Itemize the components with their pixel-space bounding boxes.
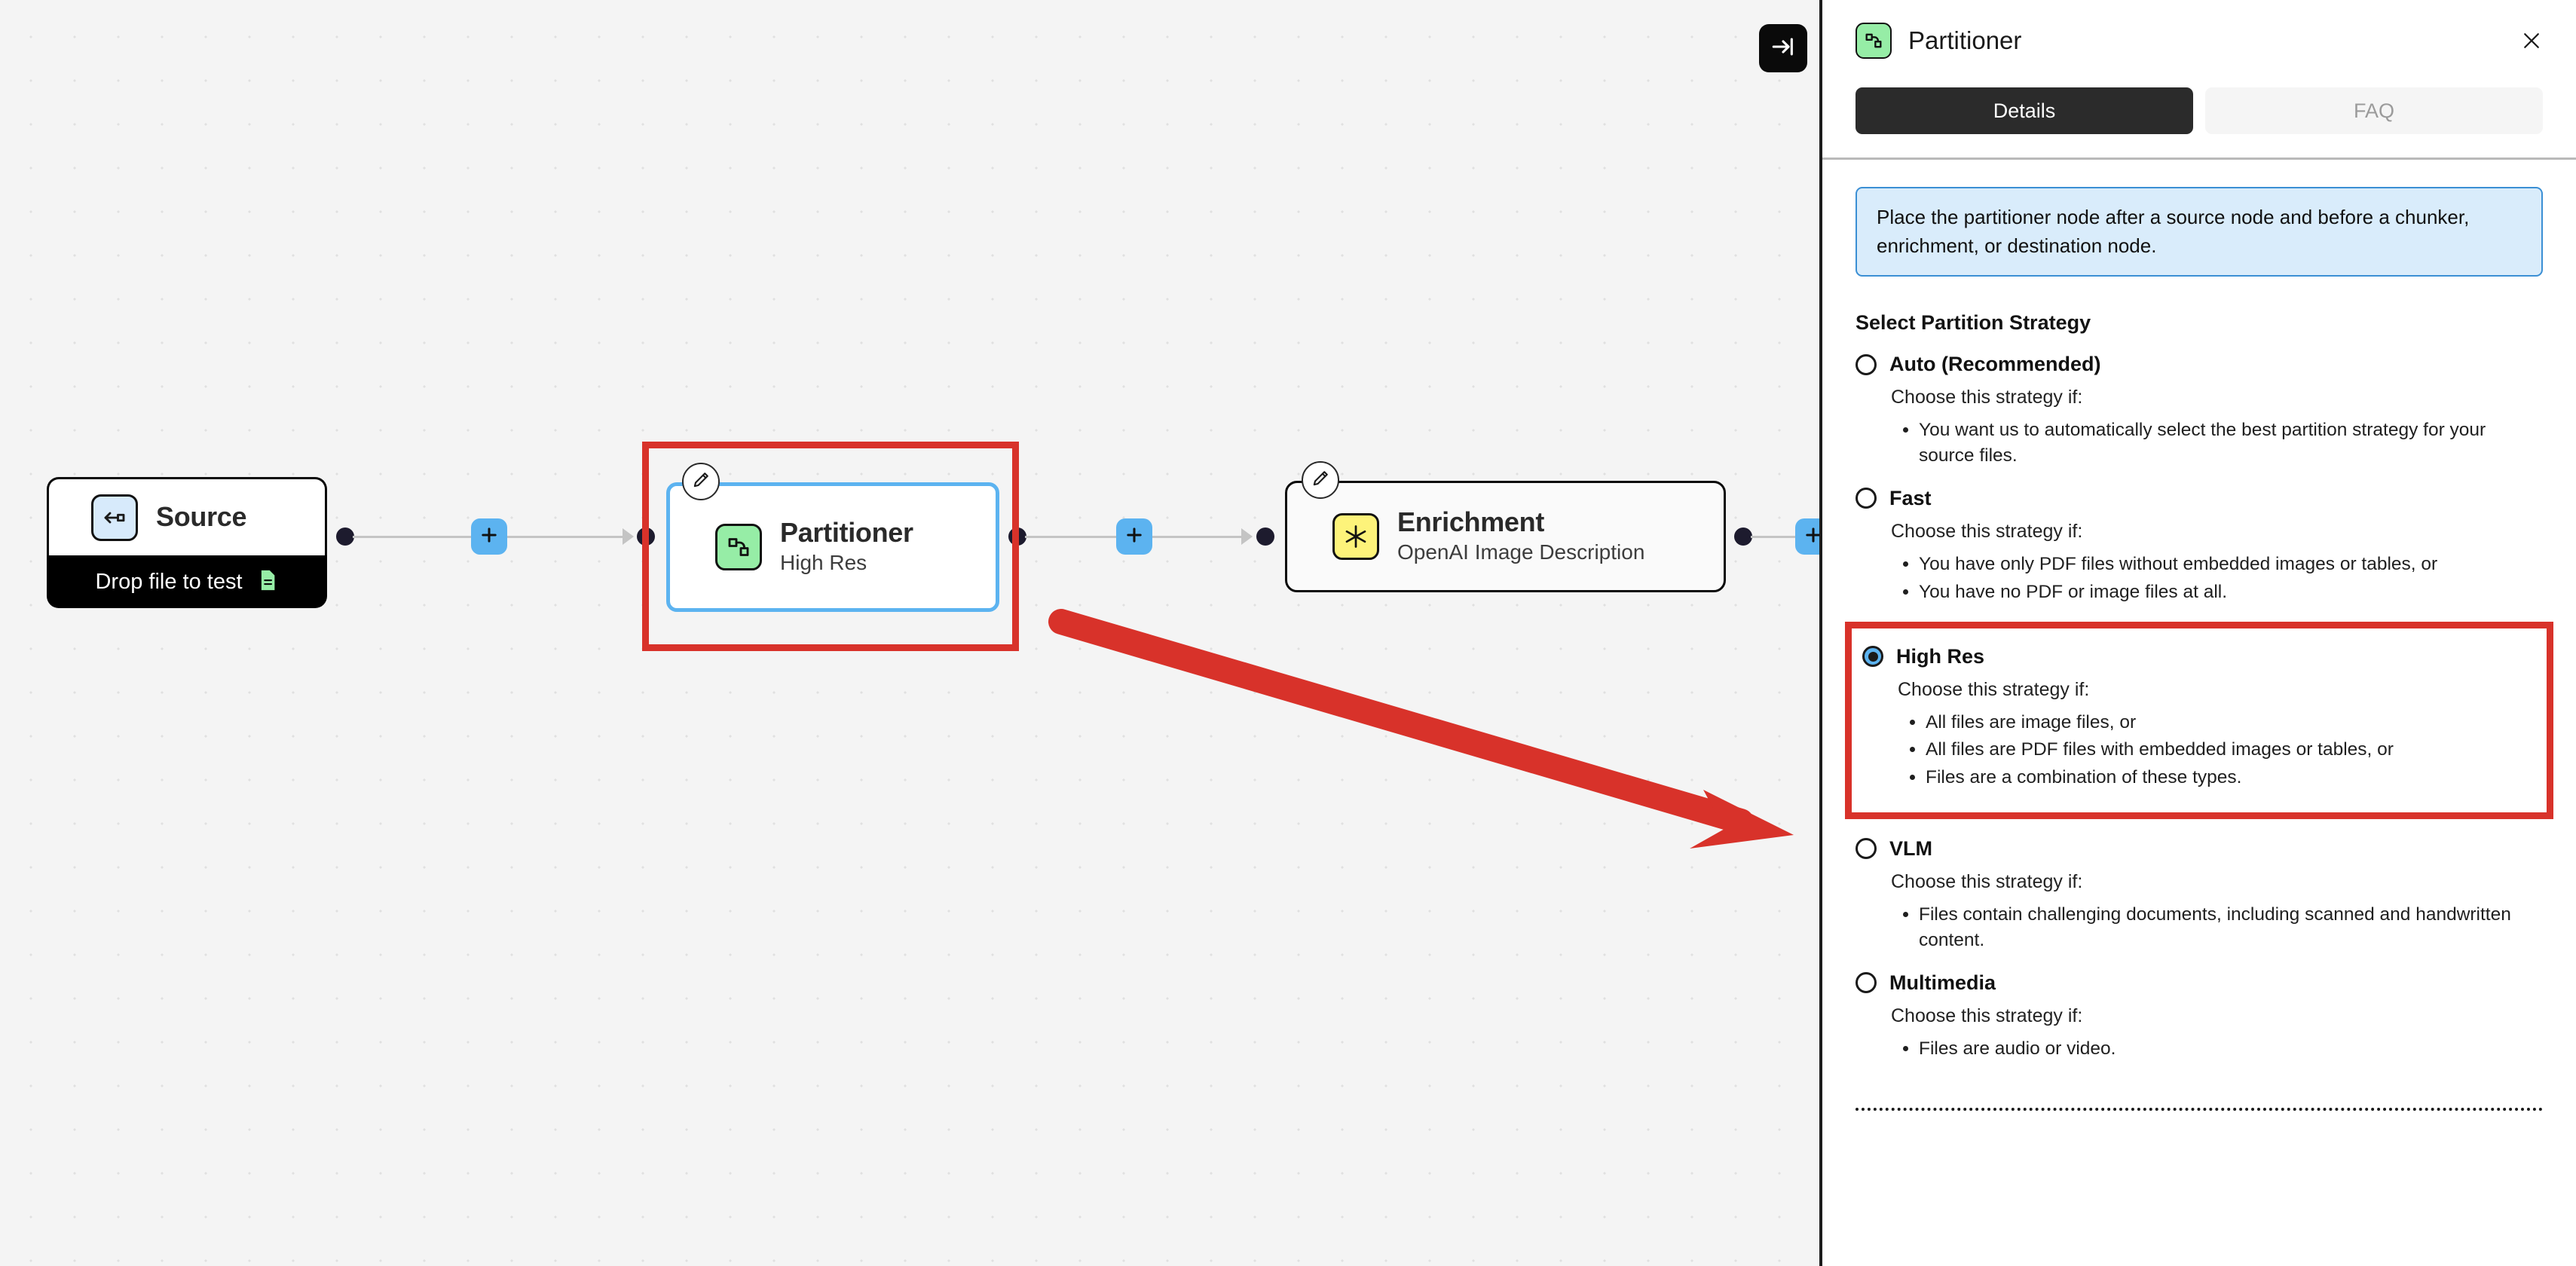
radio-vlm[interactable] [1856, 838, 1877, 860]
workflow-node-source[interactable]: Source [47, 477, 327, 555]
list-item: All files are image files, or [1926, 710, 2536, 735]
source-node-text: Source [156, 501, 247, 533]
pencil-icon [1310, 468, 1331, 493]
source-drop-zone[interactable]: Drop file to test [47, 555, 327, 608]
radio-multimedia[interactable] [1856, 972, 1877, 994]
partitioner-node-title: Partitioner [780, 516, 913, 548]
edge-source-to-partitioner [353, 536, 488, 538]
tab-details[interactable]: Details [1856, 87, 2193, 134]
option-auto-label: Auto (Recommended) [1889, 353, 2101, 376]
collapse-panel-button[interactable] [1759, 24, 1807, 72]
enrichment-node-subtitle: OpenAI Image Description [1397, 540, 1645, 564]
edge-enrichment-to-next [1751, 536, 1798, 538]
edge-partitioner-to-enrichment-b [1152, 536, 1247, 538]
option-fast-head[interactable]: Fast [1856, 487, 2543, 510]
source-node-title: Source [156, 501, 247, 533]
enrichment-node-title: Enrichment [1397, 506, 1545, 537]
add-node-button-3[interactable] [1795, 518, 1819, 555]
option-fast[interactable]: Fast Choose this strategy if: You have o… [1856, 487, 2543, 605]
panel-footer-divider [1856, 1108, 2543, 1112]
add-node-button-1[interactable] [471, 518, 507, 555]
option-high-res-head[interactable]: High Res [1862, 645, 2536, 668]
details-panel: Partitioner Details FAQ Place the partit… [1819, 0, 2576, 1266]
tab-faq[interactable]: FAQ [2205, 87, 2543, 134]
list-item: You want us to automatically select the … [1919, 417, 2543, 469]
list-item: Files are audio or video. [1919, 1036, 2543, 1062]
list-item: Files are a combination of these types. [1926, 765, 2536, 790]
source-arrow-icon [91, 494, 138, 541]
radio-auto[interactable] [1856, 353, 1877, 375]
list-item: You have no PDF or image files at all. [1919, 579, 2543, 605]
option-multimedia-bullets: Files are audio or video. [1919, 1036, 2543, 1062]
option-auto-bullets: You want us to automatically select the … [1919, 417, 2543, 469]
option-high-res-label: High Res [1896, 644, 1985, 668]
document-icon [256, 568, 279, 596]
option-multimedia-head[interactable]: Multimedia [1856, 971, 2543, 995]
workflow-node-enrichment[interactable]: Enrichment OpenAI Image Description [1285, 481, 1726, 592]
list-item: You have only PDF files without embedded… [1919, 552, 2543, 577]
radio-high-res[interactable] [1862, 646, 1883, 668]
annotation-arrow [1048, 609, 1794, 849]
strategy-section-heading: Select Partition Strategy [1856, 311, 2091, 335]
sparkle-asterisk-icon [1332, 513, 1379, 560]
partitioner-edit-badge[interactable] [682, 463, 720, 500]
option-high-res-bullets: All files are image files, or All files … [1926, 710, 2536, 790]
partition-icon [715, 524, 762, 570]
option-vlm-bullets: Files contain challenging documents, inc… [1919, 902, 2543, 953]
option-multimedia[interactable]: Multimedia Choose this strategy if: File… [1856, 971, 2543, 1062]
workflow-node-partitioner[interactable]: Partitioner High Res [666, 482, 999, 612]
option-auto-prompt: Choose this strategy if: [1891, 387, 2083, 408]
edge-arrowhead-1 [623, 528, 634, 545]
add-node-button-2[interactable] [1116, 518, 1152, 555]
option-fast-label: Fast [1889, 486, 1932, 509]
edge-port-source-out [336, 528, 354, 546]
option-vlm[interactable]: VLM Choose this strategy if: Files conta… [1856, 837, 2543, 953]
option-multimedia-label: Multimedia [1889, 971, 1996, 994]
option-vlm-prompt: Choose this strategy if: [1891, 870, 2083, 892]
option-vlm-head[interactable]: VLM [1856, 837, 2543, 861]
option-vlm-label: VLM [1889, 836, 1932, 860]
option-high-res[interactable]: High Res Choose this strategy if: All fi… [1845, 621, 2553, 819]
option-auto-head[interactable]: Auto (Recommended) [1856, 353, 2543, 376]
plus-icon [1124, 524, 1145, 549]
close-icon[interactable] [2514, 23, 2549, 58]
plus-icon [479, 524, 500, 549]
panel-title: Partitioner [1908, 26, 2022, 54]
edge-port-partitioner-in [637, 528, 655, 546]
option-auto[interactable]: Auto (Recommended) Choose this strategy … [1856, 353, 2543, 469]
edge-port-enrichment-in [1256, 528, 1274, 546]
tabs-divider [1822, 157, 2576, 160]
panel-header: Partitioner [1822, 0, 2576, 65]
list-item: All files are PDF files with embedded im… [1926, 737, 2536, 763]
plus-icon [1803, 524, 1819, 549]
option-fast-prompt: Choose this strategy if: [1891, 520, 2083, 542]
enrichment-edit-badge[interactable] [1302, 461, 1339, 499]
edge-source-to-partitioner-b [507, 536, 628, 538]
edge-arrowhead-2 [1241, 528, 1253, 545]
arrow-to-line-right-icon [1770, 34, 1796, 63]
option-multimedia-prompt: Choose this strategy if: [1891, 1005, 2083, 1026]
enrichment-node-text: Enrichment OpenAI Image Description [1397, 506, 1645, 565]
partition-icon [1856, 23, 1892, 59]
option-fast-bullets: You have only PDF files without embedded… [1919, 552, 2543, 605]
panel-body: Place the partitioner node after a sourc… [1822, 160, 2576, 1061]
drop-file-label: Drop file to test [95, 569, 243, 594]
workflow-canvas[interactable]: Source Drop file to test [0, 0, 1819, 1266]
edge-port-partitioner-out [1008, 528, 1026, 546]
edge-partitioner-to-enrichment [1025, 536, 1134, 538]
info-callout: Place the partitioner node after a sourc… [1856, 187, 2543, 277]
radio-fast[interactable] [1856, 488, 1877, 509]
partitioner-node-subtitle: High Res [780, 551, 867, 575]
panel-tabs: Details FAQ [1822, 65, 2576, 134]
edge-port-enrichment-out [1734, 528, 1752, 546]
list-item: Files contain challenging documents, inc… [1919, 902, 2543, 953]
option-high-res-prompt: Choose this strategy if: [1898, 678, 2090, 700]
partitioner-node-text: Partitioner High Res [780, 518, 913, 576]
pencil-icon [690, 469, 711, 494]
